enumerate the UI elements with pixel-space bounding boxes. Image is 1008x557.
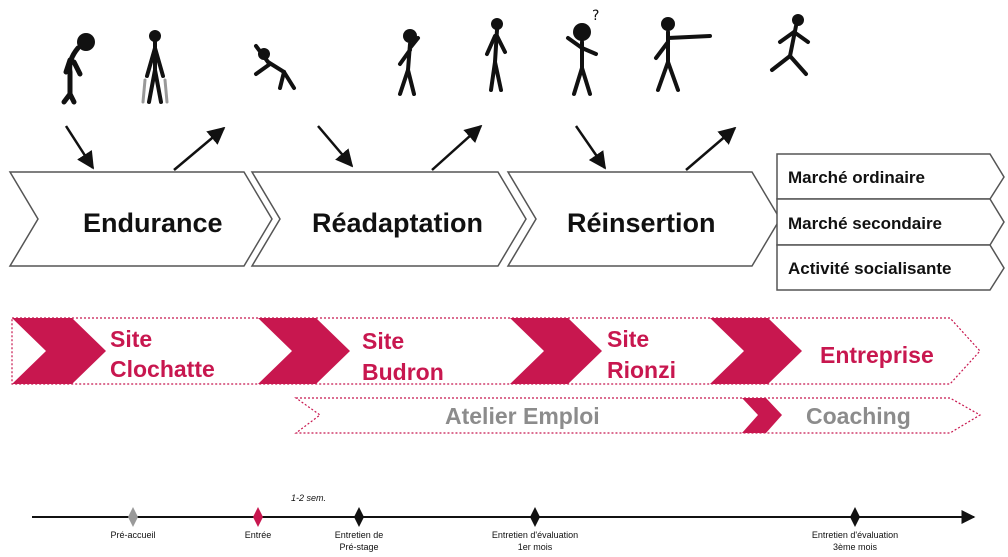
site-label-budron-2: Budron [362, 359, 444, 385]
duration-note: 1-2 sem. [291, 493, 326, 503]
slumped-person-icon [61, 33, 95, 105]
site-label-clochatte-1: Site [110, 326, 152, 352]
pointing-person-icon [654, 17, 712, 92]
outcome-label-socialisante: Activité socialisante [788, 259, 951, 278]
stage-label-reinsertion: Réinsertion [567, 208, 716, 238]
site-label-rionzi-1: Site [607, 326, 649, 352]
outcome-label-ordinaire: Marché ordinaire [788, 168, 925, 187]
despairing-person-icon [141, 30, 169, 104]
site-marker-clochatte [12, 318, 106, 384]
thinking-person-icon [398, 29, 420, 96]
milestone-marker-1mois [530, 507, 540, 527]
site-marker-budron [258, 318, 350, 384]
site-marker-rionzi [510, 318, 602, 384]
trend-arrows [64, 124, 737, 171]
stretching-person-icon [254, 44, 296, 90]
site-marker-entreprise [710, 318, 802, 384]
stage-chevron-endurance [8, 171, 273, 267]
outcome-box-secondaire [776, 198, 1005, 246]
outcome-boxes [776, 153, 1005, 291]
milestone-label-preaccueil: Pré-accueil [110, 530, 155, 540]
milestone-label-1mois-1: Entretien d'évaluation [492, 530, 578, 540]
coaching-label: Coaching [806, 403, 911, 429]
milestone-marker-3mois [850, 507, 860, 527]
outcome-box-socialisante [776, 244, 1005, 291]
milestone-label-prestage-1: Entretien de [335, 530, 384, 540]
outcome-box-ordinaire [776, 153, 1005, 200]
stage-chevron-readaptation [250, 171, 527, 267]
outcome-label-secondaire: Marché secondaire [788, 214, 942, 233]
site-markers [12, 318, 802, 384]
stage-label-endurance: Endurance [83, 208, 223, 238]
milestone-marker-preaccueil [128, 507, 138, 527]
stage-chevrons [8, 171, 781, 267]
milestone-label-prestage-2: Pré-stage [339, 542, 378, 552]
svg-text:?: ? [592, 8, 599, 24]
milestone-marker-prestage [354, 507, 364, 527]
stage-label-readaptation: Réadaptation [312, 208, 483, 238]
coaching-marker [742, 398, 782, 433]
questioning-person-icon: ? [566, 8, 599, 96]
atelier-track-outline [294, 397, 982, 434]
site-label-entreprise: Entreprise [820, 342, 934, 368]
atelier-emploi-label: Atelier Emploi [445, 403, 600, 429]
milestone-label-entree: Entrée [245, 530, 272, 540]
running-person-icon [770, 14, 810, 76]
stage-chevron-reinsertion [506, 171, 781, 267]
milestone-marker-entree [253, 507, 263, 527]
standing-person-icon [485, 18, 507, 92]
site-label-clochatte-2: Clochatte [110, 356, 215, 382]
site-label-rionzi-2: Rionzi [607, 357, 676, 383]
milestone-label-3mois-2: 3ème mois [833, 542, 878, 552]
sites-track-outline [11, 317, 981, 385]
milestone-label-3mois-1: Entretien d'évaluation [812, 530, 898, 540]
milestone-label-1mois-2: 1er mois [518, 542, 553, 552]
site-label-budron-1: Site [362, 328, 404, 354]
